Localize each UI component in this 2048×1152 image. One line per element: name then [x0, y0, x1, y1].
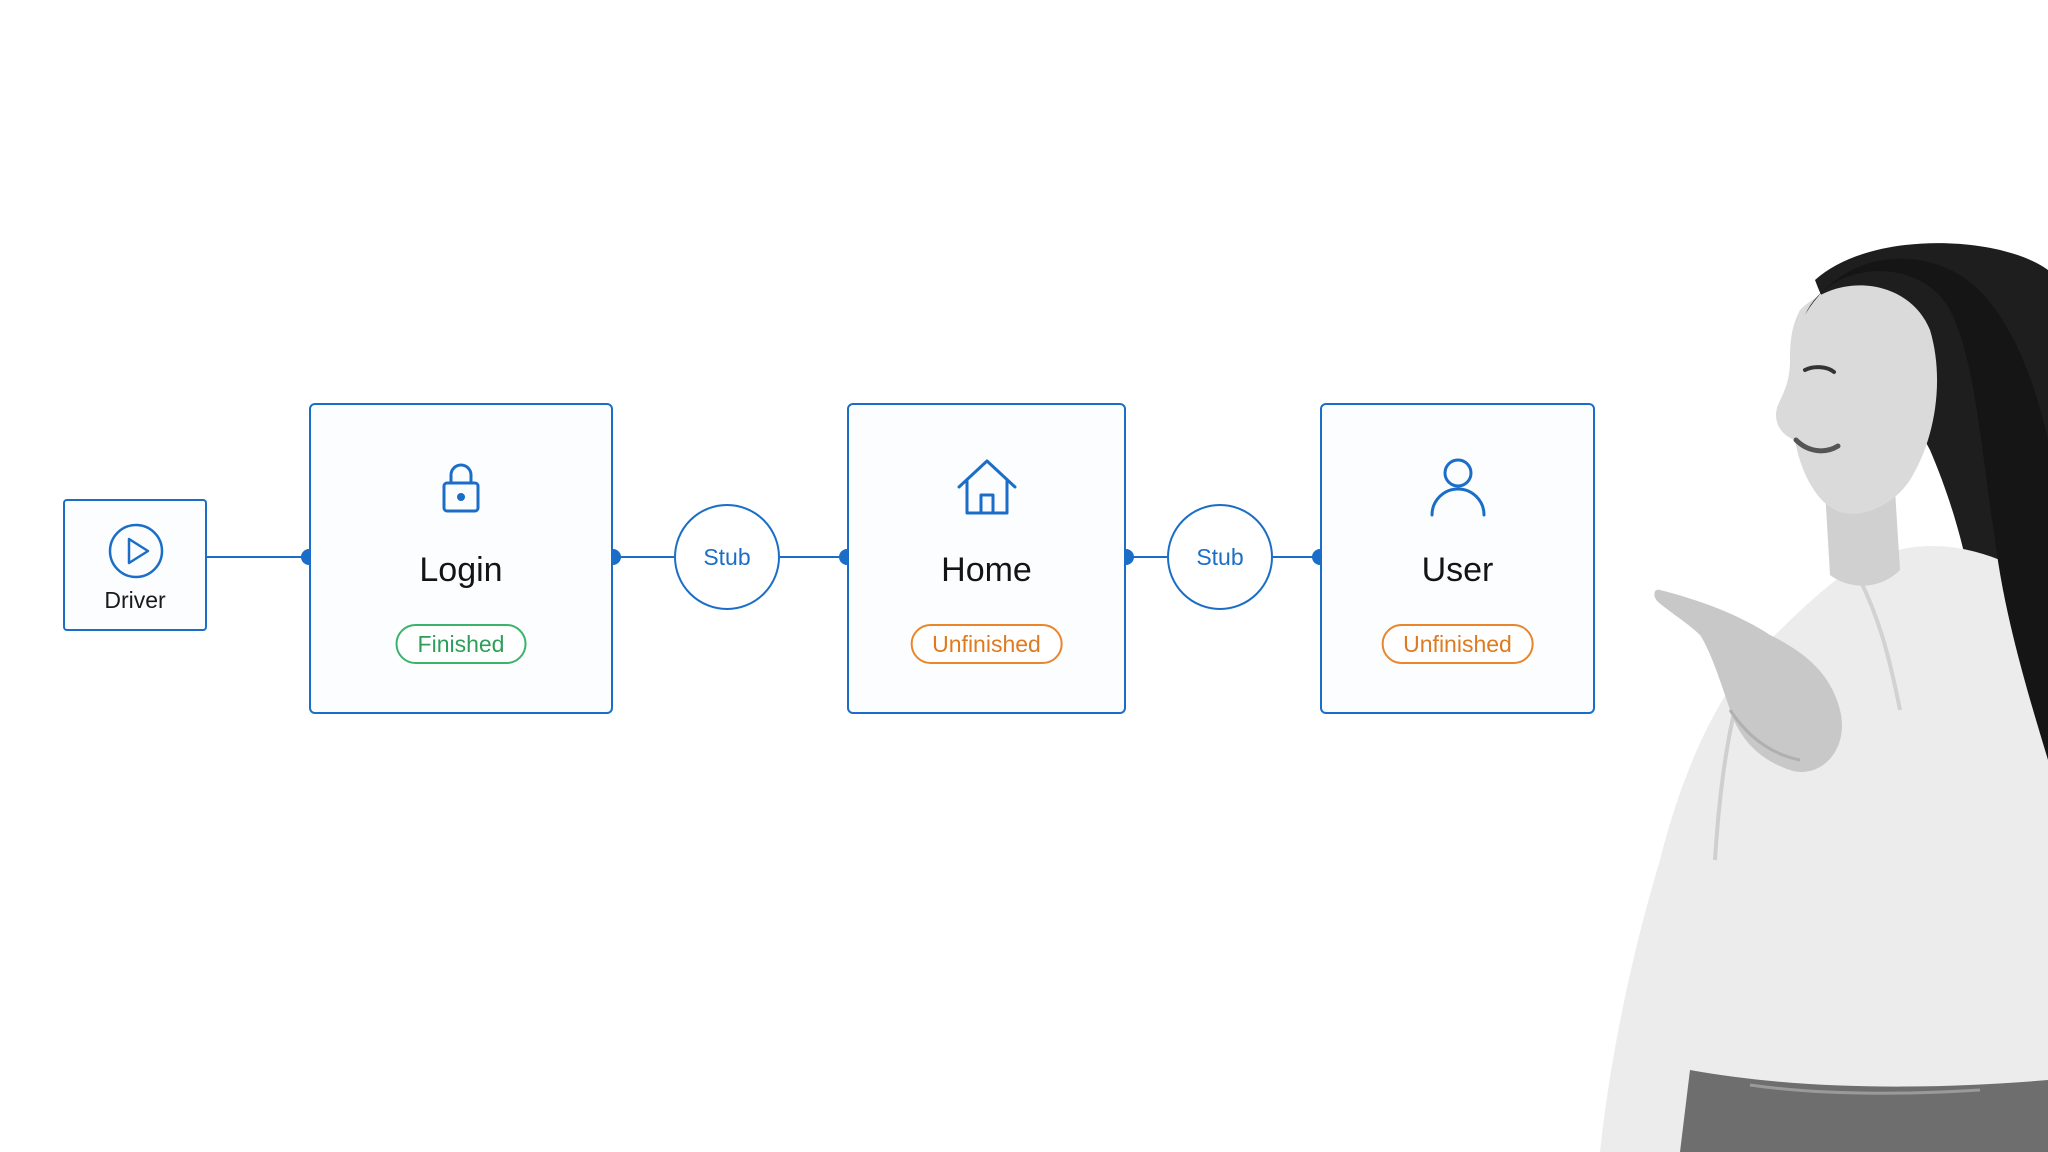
stub-node: Stub — [1167, 504, 1273, 610]
module-login: Login Finished — [309, 403, 613, 714]
module-title: User — [1421, 551, 1494, 589]
presenter-photo — [1600, 243, 2048, 1152]
status-badge: Unfinished — [1381, 624, 1534, 664]
home-icon — [957, 459, 1016, 515]
module-user: User Unfinished — [1320, 403, 1595, 714]
status-badge: Finished — [395, 624, 527, 664]
status-badge: Unfinished — [910, 624, 1063, 664]
user-icon — [1430, 458, 1485, 517]
module-home: Home Unfinished — [847, 403, 1126, 714]
module-title: Home — [941, 551, 1032, 589]
play-circle-icon — [108, 523, 164, 579]
lock-icon — [442, 463, 480, 513]
stub-node: Stub — [674, 504, 780, 610]
driver-node: Driver — [63, 499, 207, 631]
module-title: Login — [419, 551, 503, 589]
driver-label: Driver — [104, 587, 166, 613]
